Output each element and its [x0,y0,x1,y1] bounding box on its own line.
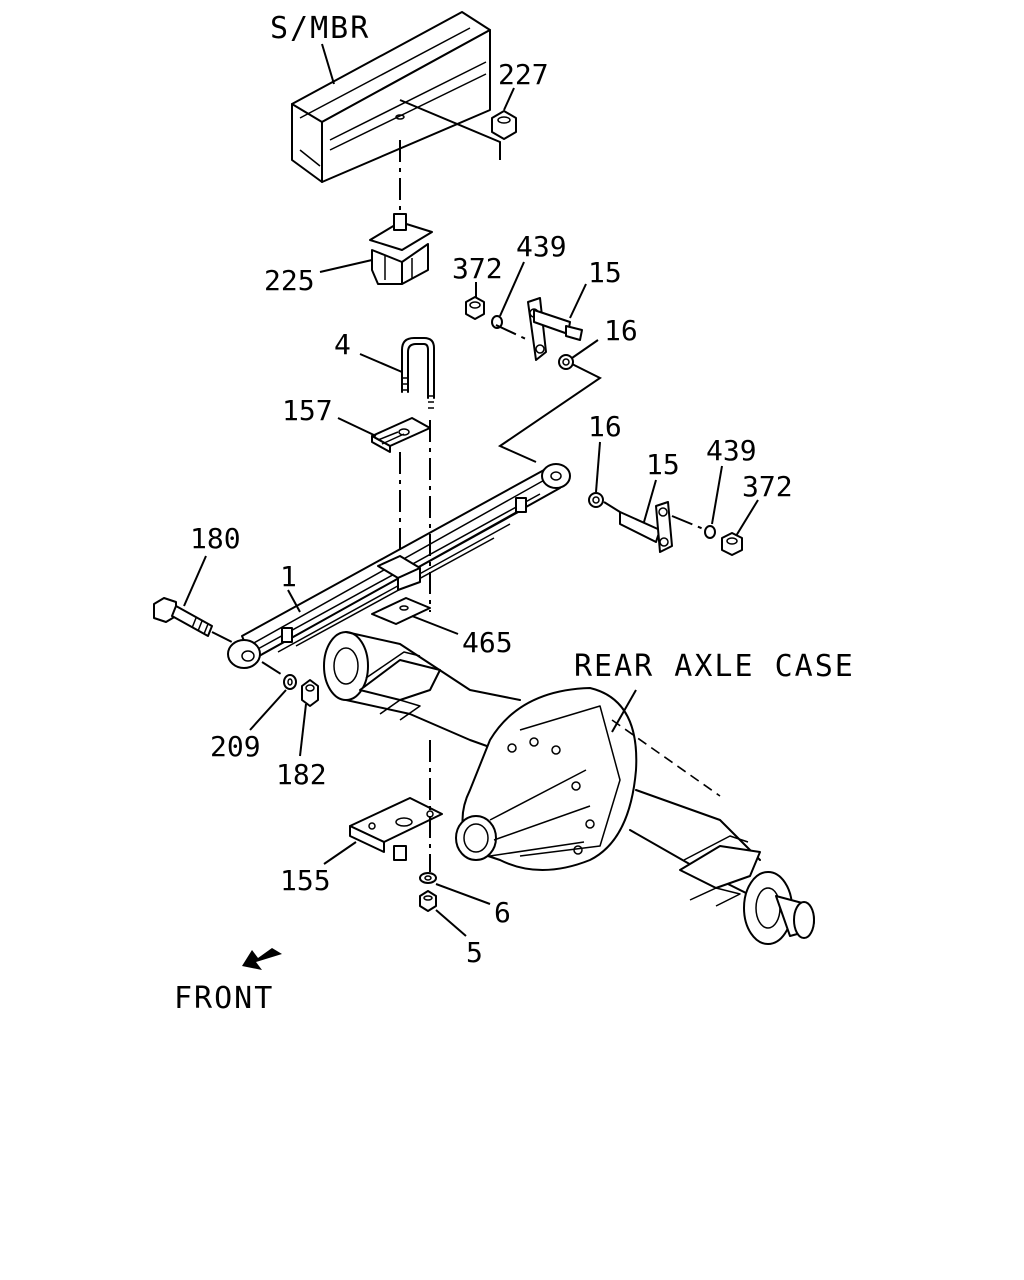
side-member-rail [291,11,491,183]
label-part-439-lower: 439 [706,434,757,467]
washer-209 [283,674,297,690]
nut-182 [301,679,319,707]
lower-shackle-set [588,492,743,556]
label-part-155: 155 [280,864,331,897]
label-part-16-upper: 16 [604,314,638,347]
u-bolt-4 [401,337,435,409]
label-part-182: 182 [276,758,327,791]
label-part-209: 209 [210,730,261,763]
spring-plate-157 [371,417,431,453]
bolt-180 [153,597,213,637]
rear-axle-case [323,631,815,945]
label-front: FRONT [174,981,274,1016]
leaf-spring-1 [227,463,571,669]
label-part-16-lower: 16 [588,410,622,443]
upper-shackle-set [465,296,583,370]
spacer-plate-465 [371,597,431,625]
washer-6 [419,872,437,884]
label-part-465: 465 [462,626,513,659]
label-part-225: 225 [264,264,315,297]
front-arrow-icon [242,948,282,970]
label-part-372-lower: 372 [742,470,793,503]
label-part-1: 1 [280,560,297,593]
label-part-439-upper: 439 [516,230,567,263]
label-part-4: 4 [334,328,351,361]
bump-stopper-225 [369,213,433,285]
label-part-180: 180 [190,522,241,555]
label-side-member: S/MBR [270,11,370,46]
label-part-15-upper: 15 [588,256,622,289]
label-part-372-upper: 372 [452,252,503,285]
lower-plate-155 [349,797,443,861]
label-part-157: 157 [282,394,333,427]
assembly-center-lines [211,99,707,872]
nut-5 [419,890,437,912]
label-part-6: 6 [494,896,511,929]
label-part-227: 227 [498,58,549,91]
label-rear-axle-case: REAR AXLE CASE [574,649,855,684]
label-part-5: 5 [466,936,483,969]
nut-227 [491,110,517,140]
leader-lines [183,43,759,937]
label-part-15-lower: 15 [646,448,680,481]
